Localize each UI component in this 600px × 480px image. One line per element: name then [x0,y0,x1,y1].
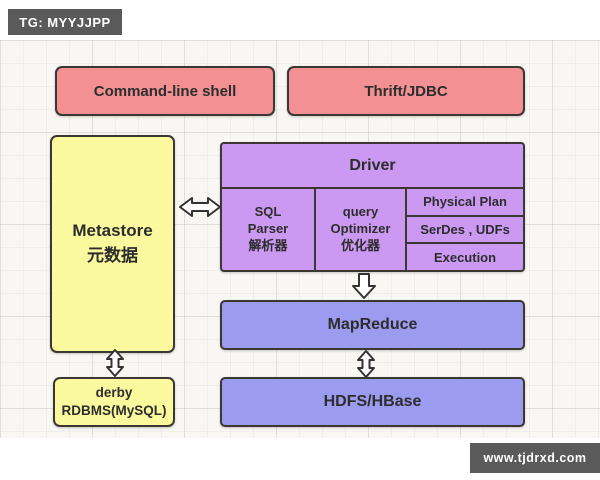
node-label-line: 解析器 [248,237,288,253]
node-command-line-shell: Command-line shell [55,66,275,116]
down-arrow-icon [351,272,377,300]
node-label: Thrift/JDBC [364,82,448,100]
node-thrift-jdbc: Thrift/JDBC [287,66,525,116]
node-label-line: 优化器 [340,237,380,253]
node-query-optimizer: query Optimizer 优化器 [316,189,407,270]
node-label-line: Optimizer [330,221,391,237]
node-label-line: SQL [254,204,282,220]
node-metastore: Metastore 元数据 [50,135,175,353]
driver-stages: Physical Plan SerDes , UDFs Execution [407,189,523,270]
node-label: Command-line shell [93,82,237,100]
node-execution: Execution [407,242,523,270]
metastore-title: Metastore [72,221,153,241]
node-derby-rdbms: derby RDBMS(MySQL) [53,377,175,427]
node-hdfs-hbase: HDFS/HBase [220,377,525,427]
node-label-line: derby [95,385,133,401]
node-label-line: query [342,204,379,220]
driver-body: SQL Parser 解析器 query Optimizer 优化器 Physi… [222,189,523,270]
vertical-double-arrow-icon [105,348,125,378]
node-serdes-udfs: SerDes , UDFs [407,214,523,243]
driver-title: Driver [222,144,523,189]
node-label-line: RDBMS(MySQL) [61,403,167,418]
watermark-badge-top-left: TG: MYYJJPP [8,9,122,35]
node-physical-plan: Physical Plan [423,194,507,210]
node-label: HDFS/HBase [323,393,422,410]
node-label-line: Parser [247,221,289,237]
node-sql-parser: SQL Parser 解析器 [222,189,316,270]
node-driver: Driver SQL Parser 解析器 query Optimizer 优化… [220,142,525,272]
node-mapreduce: MapReduce [220,300,525,350]
metastore-subtitle: 元数据 [87,246,138,265]
watermark-badge-bottom-right: www.tjdrxd.com [470,443,600,473]
node-label: MapReduce [327,316,418,333]
vertical-double-arrow-icon [356,349,376,379]
horizontal-double-arrow-icon [178,195,222,219]
